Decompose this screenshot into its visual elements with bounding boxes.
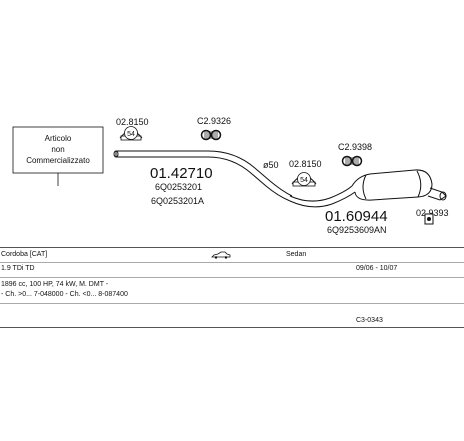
hanger-tail-code: 02.9393 — [416, 208, 449, 218]
clamp-front-badge: 54 — [127, 131, 135, 138]
divider-engine — [0, 277, 464, 278]
rear-muffler-icon — [289, 169, 447, 208]
pipe-oe-1: 6Q0253201 — [155, 182, 202, 192]
pipe-oe-2: 6Q0253201A — [151, 196, 204, 206]
body-type: Sedan — [286, 251, 307, 258]
muffler-oe: 6Q9253609AN — [327, 225, 387, 235]
catalog-code: C3-0343 — [356, 317, 383, 324]
notice-line-2: non — [51, 145, 64, 154]
notice-box: Articolo non Commercializzato — [12, 126, 104, 174]
hanger-front-icon — [200, 129, 222, 141]
notice-line-1: Articolo — [45, 134, 72, 143]
engine-specs: 1896 cc, 100 HP, 74 kW, M. DMT - — [1, 281, 109, 288]
clamp-front-code: 02.8150 — [116, 117, 149, 127]
model-name: Cordoba [CAT] — [1, 251, 48, 258]
production-dates: 09/06 - 10/07 — [356, 265, 398, 272]
muffler-code: 01.60944 — [325, 208, 388, 225]
pipe-code: 01.42710 — [150, 165, 213, 182]
car-sedan-icon — [211, 251, 231, 263]
clamp-rear-code: 02.8150 — [289, 159, 322, 169]
hanger-rear-code: C2.9398 — [338, 142, 372, 152]
engine-type: 1.9 TDi TD — [1, 265, 35, 272]
pipe-diameter: ø50 — [263, 160, 279, 170]
hanger-rear-icon — [341, 155, 363, 167]
clamp-front-icon: 54 — [119, 126, 143, 141]
divider-model — [0, 262, 464, 263]
divider-chassis — [0, 303, 464, 304]
notice-line-3: Commercializzato — [26, 156, 90, 165]
divider-bottom — [0, 327, 464, 328]
hanger-front-code: C2.9326 — [197, 116, 231, 126]
divider-top — [0, 247, 464, 248]
clamp-rear-badge: 54 — [300, 177, 308, 184]
chassis-range: - Ch. >0... 7-048000 - Ch. <0... 8-08740… — [1, 291, 128, 298]
clamp-rear-icon: 54 — [291, 172, 317, 187]
hanger-tail-icon — [424, 213, 434, 225]
front-pipe-icon — [113, 150, 293, 202]
